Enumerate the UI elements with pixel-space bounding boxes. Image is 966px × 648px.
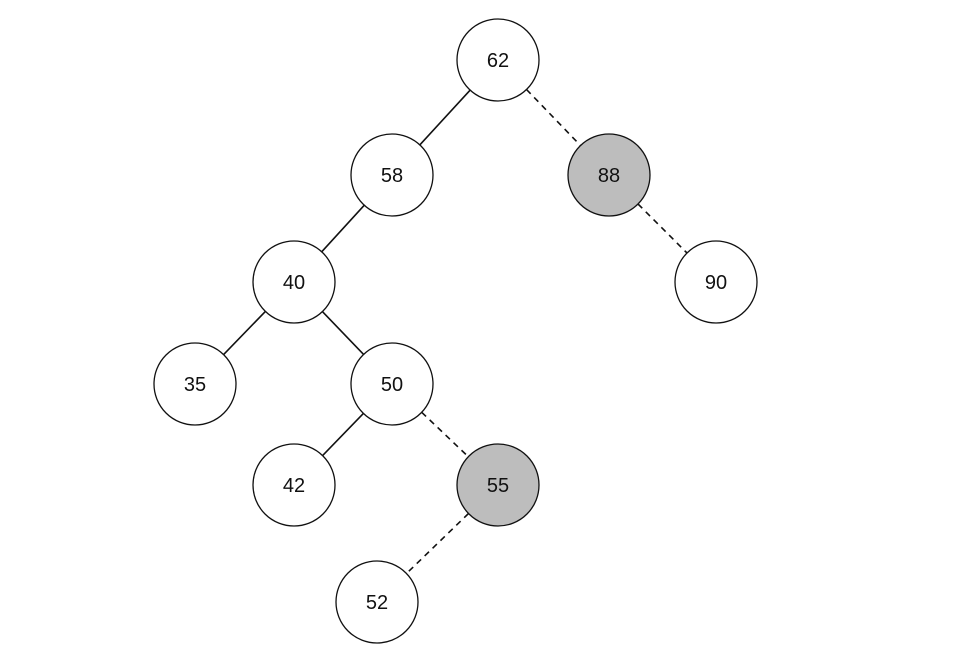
tree-node-50: 50	[350, 342, 434, 426]
tree-edges	[223, 88, 688, 575]
node-label: 90	[705, 272, 727, 294]
node-circle	[350, 342, 434, 426]
tree-node-52: 52	[335, 560, 419, 644]
tree-node-62: 62	[456, 18, 540, 102]
node-label: 88	[598, 165, 620, 187]
node-circle	[456, 18, 540, 102]
edge-50-42	[322, 412, 364, 457]
edge-50-55	[421, 411, 469, 458]
edge-40-50	[321, 311, 365, 355]
edge-55-52	[405, 512, 470, 575]
edge-62-58	[419, 89, 471, 146]
node-circle	[335, 560, 419, 644]
tree-node-35: 35	[153, 342, 237, 426]
node-circle	[252, 443, 336, 527]
node-circle	[153, 342, 237, 426]
node-label: 58	[381, 165, 403, 187]
tree-node-40: 40	[252, 240, 336, 324]
node-circle	[674, 240, 758, 324]
node-label: 35	[184, 374, 206, 396]
node-circle	[456, 443, 540, 527]
edge-62-88	[525, 88, 582, 147]
node-label: 50	[381, 374, 403, 396]
tree-node-55: 55	[456, 443, 540, 527]
edge-40-35	[223, 310, 266, 356]
edge-58-40	[321, 204, 365, 253]
node-label: 62	[487, 50, 509, 72]
node-label: 40	[283, 272, 305, 294]
node-label: 55	[487, 475, 509, 497]
tree-node-90: 90	[674, 240, 758, 324]
tree-node-58: 58	[350, 133, 434, 217]
node-label: 42	[283, 475, 305, 497]
node-label: 52	[366, 592, 388, 614]
tree-nodes: 62 58 88 90 40 35 50 42 55 52	[153, 18, 758, 644]
edge-88-90	[637, 203, 688, 254]
node-circle	[350, 133, 434, 217]
node-circle	[567, 133, 651, 217]
tree-node-88: 88	[567, 133, 651, 217]
node-circle	[252, 240, 336, 324]
tree-node-42: 42	[252, 443, 336, 527]
